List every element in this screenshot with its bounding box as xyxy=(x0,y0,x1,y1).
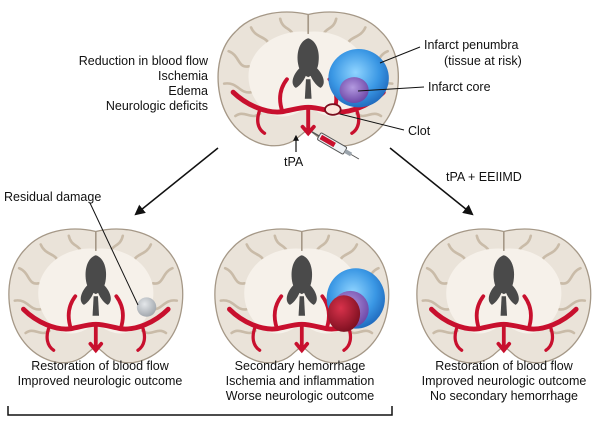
right-brain xyxy=(417,229,591,363)
middle-outcome-2: Ischemia and inflammation xyxy=(225,374,375,388)
left-outcome-1: Restoration of blood flow xyxy=(31,359,169,373)
tpa-eeiimd-label: tPA + EEIIMD xyxy=(446,170,522,184)
residual-pointer xyxy=(89,202,139,306)
penumbra-label: Infarct penumbra xyxy=(424,38,519,52)
right-outcome-3: No secondary hemorrhage xyxy=(430,389,578,403)
bottom-bracket xyxy=(7,406,393,416)
middle-outcome-3: Worse neurologic outcome xyxy=(225,389,375,403)
left-outcome: Restoration of blood flow Improved neuro… xyxy=(10,359,190,389)
right-outcome-1: Restoration of blood flow xyxy=(435,359,573,373)
residual-label: Residual damage xyxy=(4,190,102,204)
arrow-left xyxy=(134,147,219,216)
residual-damage xyxy=(136,297,157,317)
symptoms-list: Reduction in blood flow Ischemia Edema N… xyxy=(28,54,208,114)
right-outcome-2: Improved neurologic outcome xyxy=(421,374,587,388)
right-outcome: Restoration of blood flow Improved neuro… xyxy=(412,359,596,404)
hemorrhage xyxy=(327,295,361,332)
top-brain xyxy=(218,12,398,146)
symptom-1: Reduction in blood flow xyxy=(78,54,208,68)
symptom-3: Edema xyxy=(168,84,208,98)
syringe-icon xyxy=(311,131,360,160)
middle-brain xyxy=(215,229,389,363)
left-outcome-2: Improved neurologic outcome xyxy=(17,374,183,388)
penumbra-pointer xyxy=(379,46,421,64)
core-pointer xyxy=(357,86,425,92)
symptom-4: Neurologic deficits xyxy=(105,99,208,113)
left-brain xyxy=(9,229,183,363)
clot xyxy=(324,103,342,116)
arrow-right xyxy=(389,147,474,216)
clot-pointer xyxy=(339,113,405,131)
infarct-core xyxy=(339,77,369,104)
penumbra-sublabel: (tissue at risk) xyxy=(444,54,522,68)
tpa-label: tPA xyxy=(284,155,304,169)
clot-label: Clot xyxy=(408,124,431,138)
symptom-2: Ischemia xyxy=(157,69,208,83)
middle-outcome-1: Secondary hemorrhage xyxy=(234,359,366,373)
core-label: Infarct core xyxy=(428,80,491,94)
middle-outcome: Secondary hemorrhage Ischemia and inflam… xyxy=(210,359,390,404)
